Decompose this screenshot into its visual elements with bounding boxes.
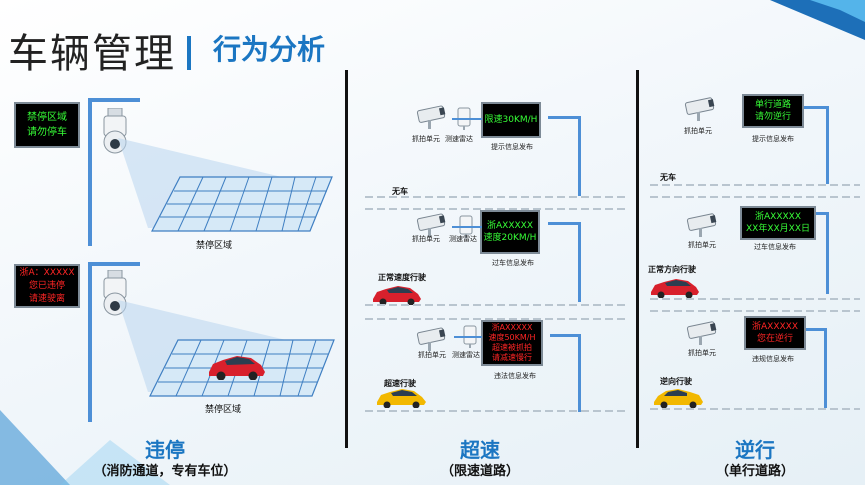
section-subtitle-speeding: （限速道路） — [440, 464, 519, 479]
capture-camera-icon — [416, 213, 446, 237]
cable-speed-3 — [454, 336, 482, 338]
capture-unit-label: 抓拍单元 — [688, 241, 716, 249]
pole-bottom — [88, 262, 92, 422]
speed-radar-label: 测速雷达 — [445, 135, 473, 143]
dome-camera-icon — [103, 108, 127, 154]
capture-camera-icon — [686, 213, 717, 237]
pole-top — [88, 98, 92, 246]
page-title: 车辆管理 — [8, 31, 176, 77]
road-line — [650, 184, 860, 186]
dome-camera-icon — [103, 270, 127, 316]
pole-speed-3 — [578, 334, 581, 412]
pole-wrongway-1 — [826, 106, 829, 184]
section-title-no-parking: 违停 — [145, 438, 185, 462]
wrongway-panel-hint: 单行道路 请勿逆行 — [742, 94, 804, 128]
capture-unit-label: 抓拍单元 — [412, 135, 440, 143]
road-line — [365, 208, 627, 210]
normal-direction-car-icon — [651, 279, 699, 298]
section-subtitle-no-parking: （消防通道，专有车位） — [93, 464, 237, 479]
wrongway-panel-violation-caption: 违规信息发布 — [752, 355, 794, 363]
speed-radar-icon — [457, 107, 471, 130]
speed-panel-violation-caption: 违法信息发布 — [494, 372, 536, 380]
lane-label-speeding: 超速行驶 — [384, 379, 416, 388]
no-parking-sign-bottom: 浙A：XXXXX 您已违停 请速驶离 — [14, 264, 80, 308]
capture-camera-icon — [416, 105, 446, 129]
lane-label-wrongway-empty: 无车 — [660, 173, 676, 182]
pole-wrongway-2 — [826, 212, 829, 294]
speed-panel-hint-caption: 提示信息发布 — [491, 143, 533, 151]
pole-speed-1 — [578, 116, 581, 196]
corner-shape-top-right-light — [810, 0, 865, 22]
pole-arm-top — [88, 98, 140, 102]
road-line — [650, 310, 860, 312]
lane-label-speed-normal: 正常速度行驶 — [378, 273, 426, 282]
pole-arm-wrongway-3 — [806, 328, 827, 331]
wrongway-panel-normal-caption: 过车信息发布 — [754, 243, 796, 251]
capture-unit-label: 抓拍单元 — [684, 127, 712, 135]
pole-arm-bottom — [88, 262, 140, 266]
speed-panel-normal: 浙AXXXXX 速度20KM/H — [480, 210, 540, 254]
speed-panel-violation: 浙AXXXXX 速度50KM/H 超速被抓拍 请减速慢行 — [481, 320, 543, 366]
wrongway-panel-normal: 浙AXXXXX XX年XX月XX日 — [740, 206, 816, 240]
no-parking-grid-top — [151, 176, 333, 232]
lane-label-wrongway: 逆向行驶 — [660, 377, 692, 386]
capture-unit-label: 抓拍单元 — [688, 349, 716, 357]
normal-car-icon — [373, 286, 421, 305]
pole-arm-wrongway-1 — [804, 106, 829, 109]
section-title-speeding: 超速 — [460, 438, 500, 462]
road-line — [650, 298, 860, 300]
pole-arm-speed-2 — [548, 222, 581, 225]
wrongway-car-icon — [654, 389, 703, 408]
capture-camera-icon — [416, 327, 446, 351]
lane-label-speed-empty: 无车 — [392, 187, 408, 196]
capture-unit-label: 抓拍单元 — [418, 351, 446, 359]
speed-radar-label: 测速雷达 — [449, 235, 477, 243]
parked-car-icon — [209, 356, 265, 380]
speed-radar-label: 测速雷达 — [452, 351, 480, 359]
lane-label-wrongway-normal: 正常方向行驶 — [648, 265, 696, 274]
pole-arm-speed-3 — [550, 334, 581, 337]
speed-panel-normal-caption: 过车信息发布 — [492, 259, 534, 267]
section-divider-right — [636, 70, 639, 448]
cable-speed-2 — [452, 226, 482, 228]
speeding-car-icon — [377, 389, 426, 408]
pole-arm-speed-1 — [548, 116, 581, 119]
title-separator — [187, 36, 191, 70]
speed-radar-icon — [463, 325, 477, 348]
section-subtitle-wrongway: （单行道路） — [715, 464, 794, 479]
section-title-wrongway: 逆行 — [735, 438, 775, 462]
road-line — [650, 196, 860, 198]
road-line — [365, 304, 627, 306]
pole-arm-wrongway-2 — [816, 212, 829, 215]
no-parking-sign-top: 禁停区域 请勿停车 — [14, 102, 80, 148]
speed-panel-hint: 限速30KM/H — [481, 102, 541, 138]
pole-speed-2 — [578, 222, 581, 302]
capture-camera-icon — [684, 97, 715, 121]
corner-shape-bottom-left — [0, 410, 70, 485]
road-line — [650, 408, 860, 410]
road-line — [365, 196, 627, 198]
wrongway-panel-hint-caption: 提示信息发布 — [752, 135, 794, 143]
page-subtitle: 行为分析 — [213, 33, 326, 66]
speed-radar-icon — [459, 215, 473, 238]
pole-wrongway-3 — [824, 328, 827, 408]
road-line — [365, 318, 627, 320]
road-line — [365, 410, 627, 412]
capture-unit-label: 抓拍单元 — [412, 235, 440, 243]
corner-shape-bottom-left-light — [60, 440, 170, 485]
capture-camera-icon — [686, 321, 717, 345]
zone-label-bottom: 禁停区域 — [205, 405, 242, 415]
zone-label-top: 禁停区域 — [196, 241, 233, 251]
cable-speed-1 — [452, 118, 482, 120]
section-divider-left — [345, 70, 348, 448]
wrongway-panel-violation: 浙AXXXXX 您在逆行 — [744, 316, 806, 350]
